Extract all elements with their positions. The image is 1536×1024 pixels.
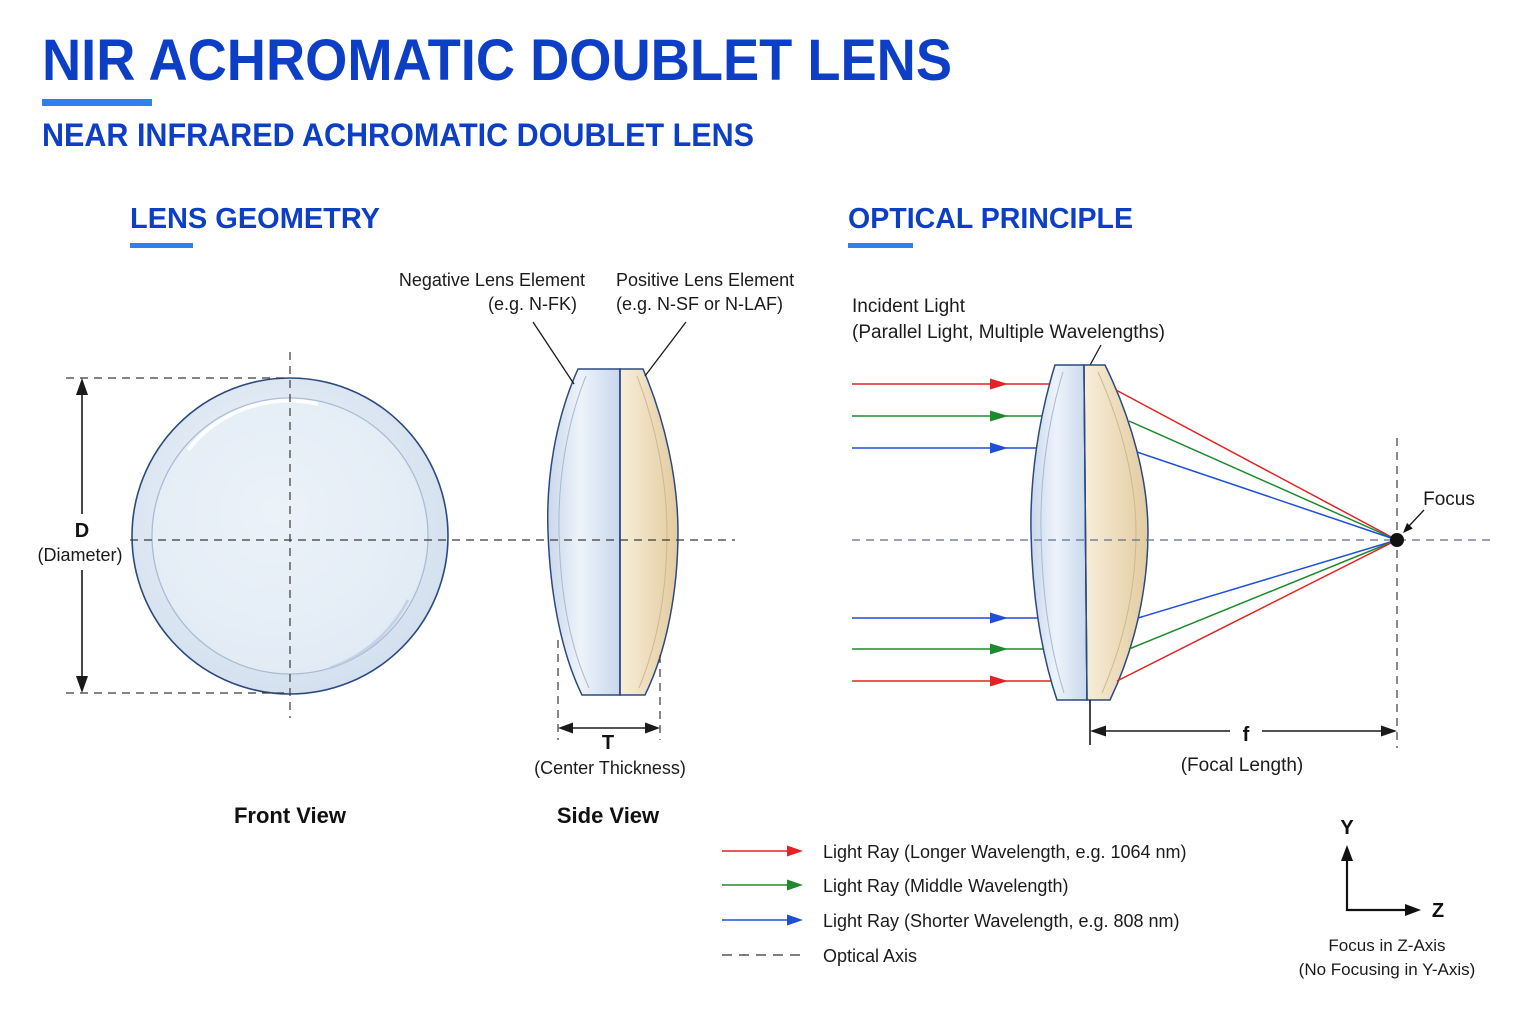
- negative-element-leader: [532, 321, 575, 385]
- legend: Light Ray (Longer Wavelength, e.g. 1064 …: [722, 842, 1187, 966]
- front-lens-shadow: [329, 599, 410, 670]
- incident-ray-long-top-arrowhead: [990, 378, 1008, 390]
- page-title: NIR ACHROMATIC DOUBLET LENS: [42, 28, 952, 93]
- focused-ray-middle-top: [1128, 420, 1398, 541]
- diameter-arrowhead-top: [76, 378, 88, 395]
- legend-arrowhead-middle-wavelength: [787, 879, 803, 891]
- thickness-dimension: T (Center Thickness): [534, 640, 686, 778]
- focal-length-dimension: f (Focal Length): [1089, 700, 1397, 776]
- front-lens-highlight: [186, 398, 319, 452]
- incident-ray-middle-top-arrowhead: [990, 410, 1008, 422]
- incident-light-description: (Parallel Light, Multiple Wavelengths): [852, 322, 1165, 343]
- diameter-arrowhead-bottom: [76, 676, 88, 693]
- incident-ray-short-top-arrowhead: [990, 442, 1008, 454]
- y-axis-label: Y: [1340, 817, 1354, 839]
- focused-ray-short-bottom: [1137, 539, 1398, 619]
- principle-positive-bevel-line: [1097, 371, 1137, 694]
- incident-rays: [852, 378, 1052, 687]
- front-view-caption: Front View: [234, 803, 347, 828]
- thickness-symbol: T: [602, 732, 614, 754]
- legend-label-optical-axis: Optical Axis: [823, 946, 917, 966]
- principle-interface-line: [1083, 364, 1088, 701]
- focus-pointer-line: [1408, 509, 1425, 527]
- diameter-symbol: D: [75, 520, 89, 542]
- thickness-arrowhead-left: [558, 722, 573, 734]
- converging-rays: [1115, 389, 1398, 682]
- lens-geometry-accent-bar: [130, 243, 193, 248]
- principle-negative-bevel-line: [1040, 371, 1065, 694]
- side-view-lens: [546, 368, 679, 696]
- focused-ray-long-bottom: [1116, 539, 1398, 682]
- focal-length-label: (Focal Length): [1181, 755, 1304, 776]
- principle-negative-element: [1030, 364, 1088, 701]
- focus-label: Focus: [1423, 489, 1475, 510]
- positive-lens-element: [619, 368, 679, 696]
- side-view-caption: Side View: [557, 803, 660, 828]
- positive-element-example: (e.g. N-SF or N-LAF): [616, 294, 783, 314]
- diameter-label: (Diameter): [37, 545, 122, 565]
- y-axis-arrowhead: [1341, 845, 1353, 861]
- legend-label-long-wavelength: Light Ray (Longer Wavelength, e.g. 1064 …: [823, 842, 1187, 862]
- focus-point: [1390, 533, 1404, 547]
- focus-pointer-arrowhead: [1403, 523, 1413, 533]
- focal-length-symbol: f: [1243, 724, 1250, 746]
- incident-light-label: Incident Light: [852, 296, 966, 317]
- focal-length-arrowhead-right: [1381, 725, 1397, 737]
- z-axis-arrowhead: [1405, 904, 1421, 916]
- optical-principle-heading: OPTICAL PRINCIPLE: [848, 203, 1133, 235]
- principle-doublet-lens: [1030, 364, 1149, 701]
- coordinate-axes: Y Z Focus in Z-Axis (No Focusing in Y-Ax…: [1299, 817, 1476, 979]
- legend-arrowhead-long-wavelength: [787, 845, 803, 857]
- thickness-label: (Center Thickness): [534, 758, 686, 778]
- z-axis-label: Z: [1432, 900, 1444, 922]
- incident-ray-short-bottom-arrowhead: [990, 612, 1008, 624]
- positive-element-leader: [644, 321, 687, 377]
- focal-length-arrowhead-left: [1090, 725, 1106, 737]
- positive-element-label: Positive Lens Element: [616, 270, 794, 290]
- negative-element-bevel-line: [558, 375, 590, 689]
- page-subtitle: NEAR INFRARED ACHROMATIC DOUBLET LENS: [42, 117, 754, 153]
- element-labels: Negative Lens Element (e.g. N-FK) Positi…: [399, 270, 794, 385]
- incident-light-leader: [1088, 344, 1102, 368]
- axes-note-line-2: (No Focusing in Y-Axis): [1299, 960, 1476, 979]
- lens-geometry-heading: LENS GEOMETRY: [130, 203, 380, 235]
- negative-lens-element: [546, 368, 621, 696]
- incident-ray-middle-bottom-arrowhead: [990, 643, 1008, 655]
- legend-label-short-wavelength: Light Ray (Shorter Wavelength, e.g. 808 …: [823, 911, 1180, 931]
- optical-principle-accent-bar: [848, 243, 913, 248]
- focused-ray-middle-bottom: [1128, 539, 1398, 650]
- legend-arrowhead-short-wavelength: [787, 914, 803, 926]
- axes-note-line-1: Focus in Z-Axis: [1328, 936, 1445, 955]
- title-accent-bar: [42, 99, 152, 106]
- negative-element-label: Negative Lens Element: [399, 270, 585, 290]
- negative-element-example: (e.g. N-FK): [488, 294, 577, 314]
- positive-element-bevel-line: [636, 375, 668, 689]
- focused-ray-short-top: [1136, 451, 1398, 541]
- focused-ray-long-top: [1115, 389, 1398, 541]
- principle-positive-element: [1083, 364, 1149, 701]
- legend-label-middle-wavelength: Light Ray (Middle Wavelength): [823, 876, 1068, 896]
- diameter-dimension: D (Diameter): [37, 377, 290, 694]
- incident-ray-long-bottom-arrowhead: [990, 675, 1008, 687]
- thickness-arrowhead-right: [645, 722, 660, 734]
